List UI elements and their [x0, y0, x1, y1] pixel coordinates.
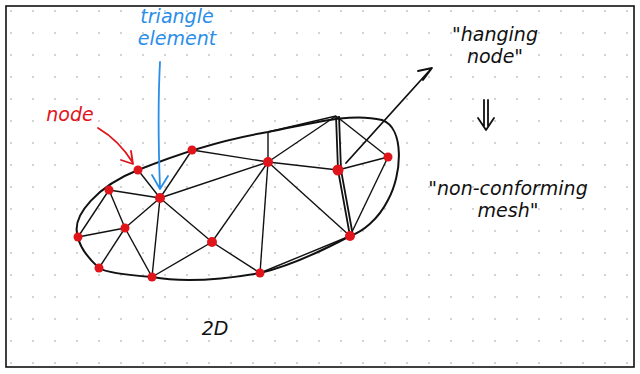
- element-leader: [152, 62, 168, 189]
- hanging-node-label: "hanging node": [430, 24, 560, 68]
- hanging-edge: [336, 116, 353, 236]
- non-conforming-label: "non-conforming mesh": [408, 178, 608, 222]
- element-label: triangle element: [122, 6, 232, 50]
- frame: [6, 6, 634, 367]
- dimension-label: 2D: [190, 318, 240, 340]
- implies-arrow: [478, 100, 494, 130]
- mesh-edges: [78, 116, 388, 277]
- node-leader: [98, 128, 133, 164]
- hanging-leader: [346, 68, 432, 163]
- node-label: node: [30, 104, 110, 126]
- domain-boundary: [77, 117, 399, 279]
- mesh-nodes: [74, 146, 393, 282]
